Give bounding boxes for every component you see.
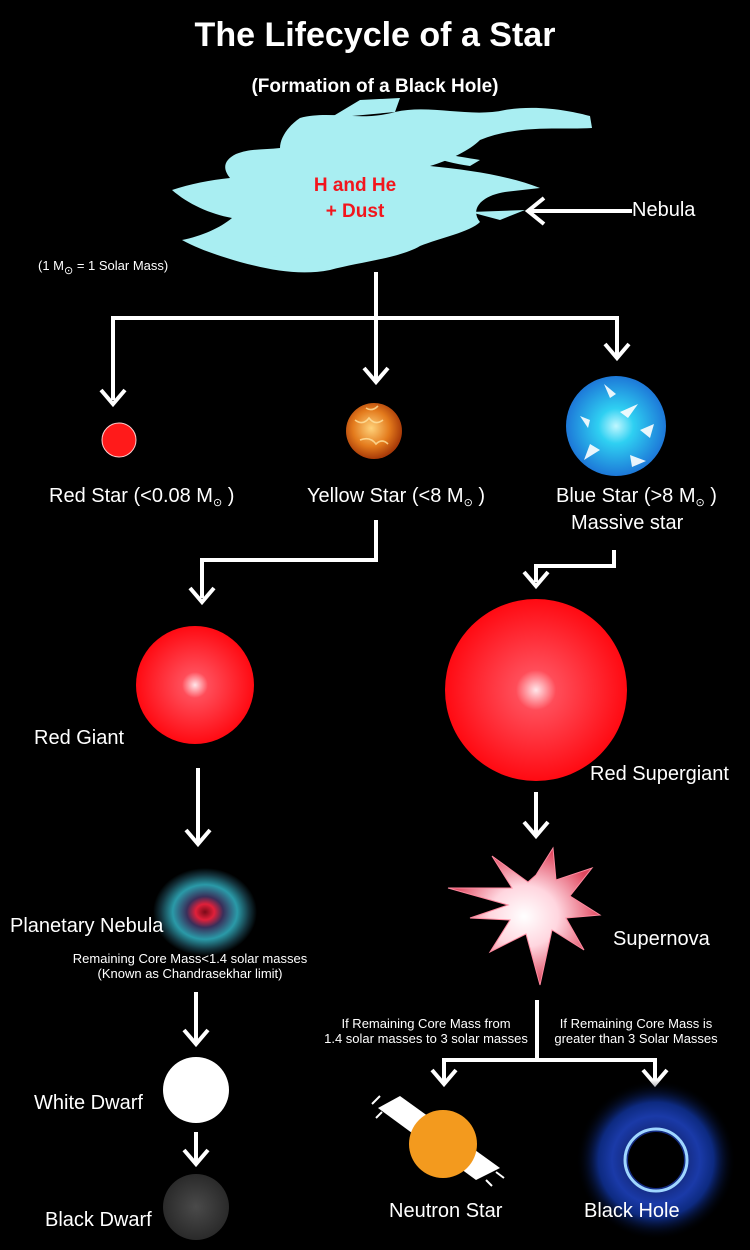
white-dwarf-icon xyxy=(163,1057,229,1123)
red-supergiant-icon xyxy=(445,599,627,781)
black-hole-icon xyxy=(576,1080,736,1240)
nebula-cloud xyxy=(172,98,592,273)
core-mass-note-line2: (Known as Chandrasekhar limit) xyxy=(97,966,283,981)
nebula-label: Nebula xyxy=(632,199,696,221)
solar-mass-note-prefix: (1 M xyxy=(38,258,64,273)
black-hole-label: Black Hole xyxy=(584,1200,680,1222)
nebula-content: H and He + Dust xyxy=(285,173,425,225)
supernova-icon xyxy=(447,846,602,986)
neutron-star-label: Neutron Star xyxy=(389,1200,503,1222)
nebula-content-line1: H and He xyxy=(313,175,397,196)
sun-symbol-icon: ⊙ xyxy=(695,497,705,509)
black-dwarf-icon xyxy=(163,1174,229,1240)
flow-arrows xyxy=(99,196,669,1168)
arrow-branch-neutron-blackhole xyxy=(442,1058,657,1082)
arrow-to-red-supergiant xyxy=(534,550,616,582)
core-mass-note: Remaining Core Mass<1.4 solar masses (Kn… xyxy=(60,951,320,981)
planetary-nebula-icon xyxy=(153,868,257,956)
nebula-content-line2: + Dust xyxy=(325,201,385,222)
black-dwarf-label: Black Dwarf xyxy=(45,1209,152,1231)
blue-star-label: Blue Star (>8 M⊙ ) xyxy=(556,485,717,509)
nebula-pointer-head xyxy=(524,196,546,226)
arrow-branch-red-blue xyxy=(111,316,619,400)
yellow-star-label: Yellow Star (<8 M⊙ ) xyxy=(307,485,486,509)
planetary-nebula-label: Planetary Nebula xyxy=(10,915,164,937)
red-supergiant-label: Red Supergiant xyxy=(590,763,729,785)
red-star-icon xyxy=(101,422,137,458)
sun-symbol-icon: ⊙ xyxy=(463,497,473,509)
blackhole-condition-note: If Remaining Core Mass is greater than 3… xyxy=(554,1016,718,1046)
solar-mass-note-suffix: = 1 Solar Mass) xyxy=(76,258,169,273)
blue-star-note: Massive star xyxy=(571,512,684,534)
supernova-label: Supernova xyxy=(613,928,710,950)
blue-star-icon xyxy=(566,376,666,476)
sun-symbol-icon: ⊙ xyxy=(212,497,223,509)
core-mass-note-line1: Remaining Core Mass<1.4 solar masses xyxy=(72,951,308,966)
yellow-star-icon xyxy=(346,403,402,459)
neutron-star-icon xyxy=(371,1095,505,1187)
neutron-condition-note: If Remaining Core Mass from 1.4 solar ma… xyxy=(324,1016,528,1046)
arrow-to-red-giant xyxy=(200,520,378,598)
red-star-label: Red Star (<0.08 M⊙ ) xyxy=(49,485,235,509)
sun-symbol-icon: ⊙ xyxy=(64,265,74,277)
red-giant-icon xyxy=(136,626,254,744)
solar-mass-note: (1 M⊙ = 1 Solar Mass) xyxy=(38,258,168,277)
page-title: The Lifecycle of a Star xyxy=(194,16,556,54)
page-subtitle: (Formation of a Black Hole) xyxy=(251,76,499,97)
red-giant-label: Red Giant xyxy=(34,727,125,749)
white-dwarf-label: White Dwarf xyxy=(34,1092,143,1114)
